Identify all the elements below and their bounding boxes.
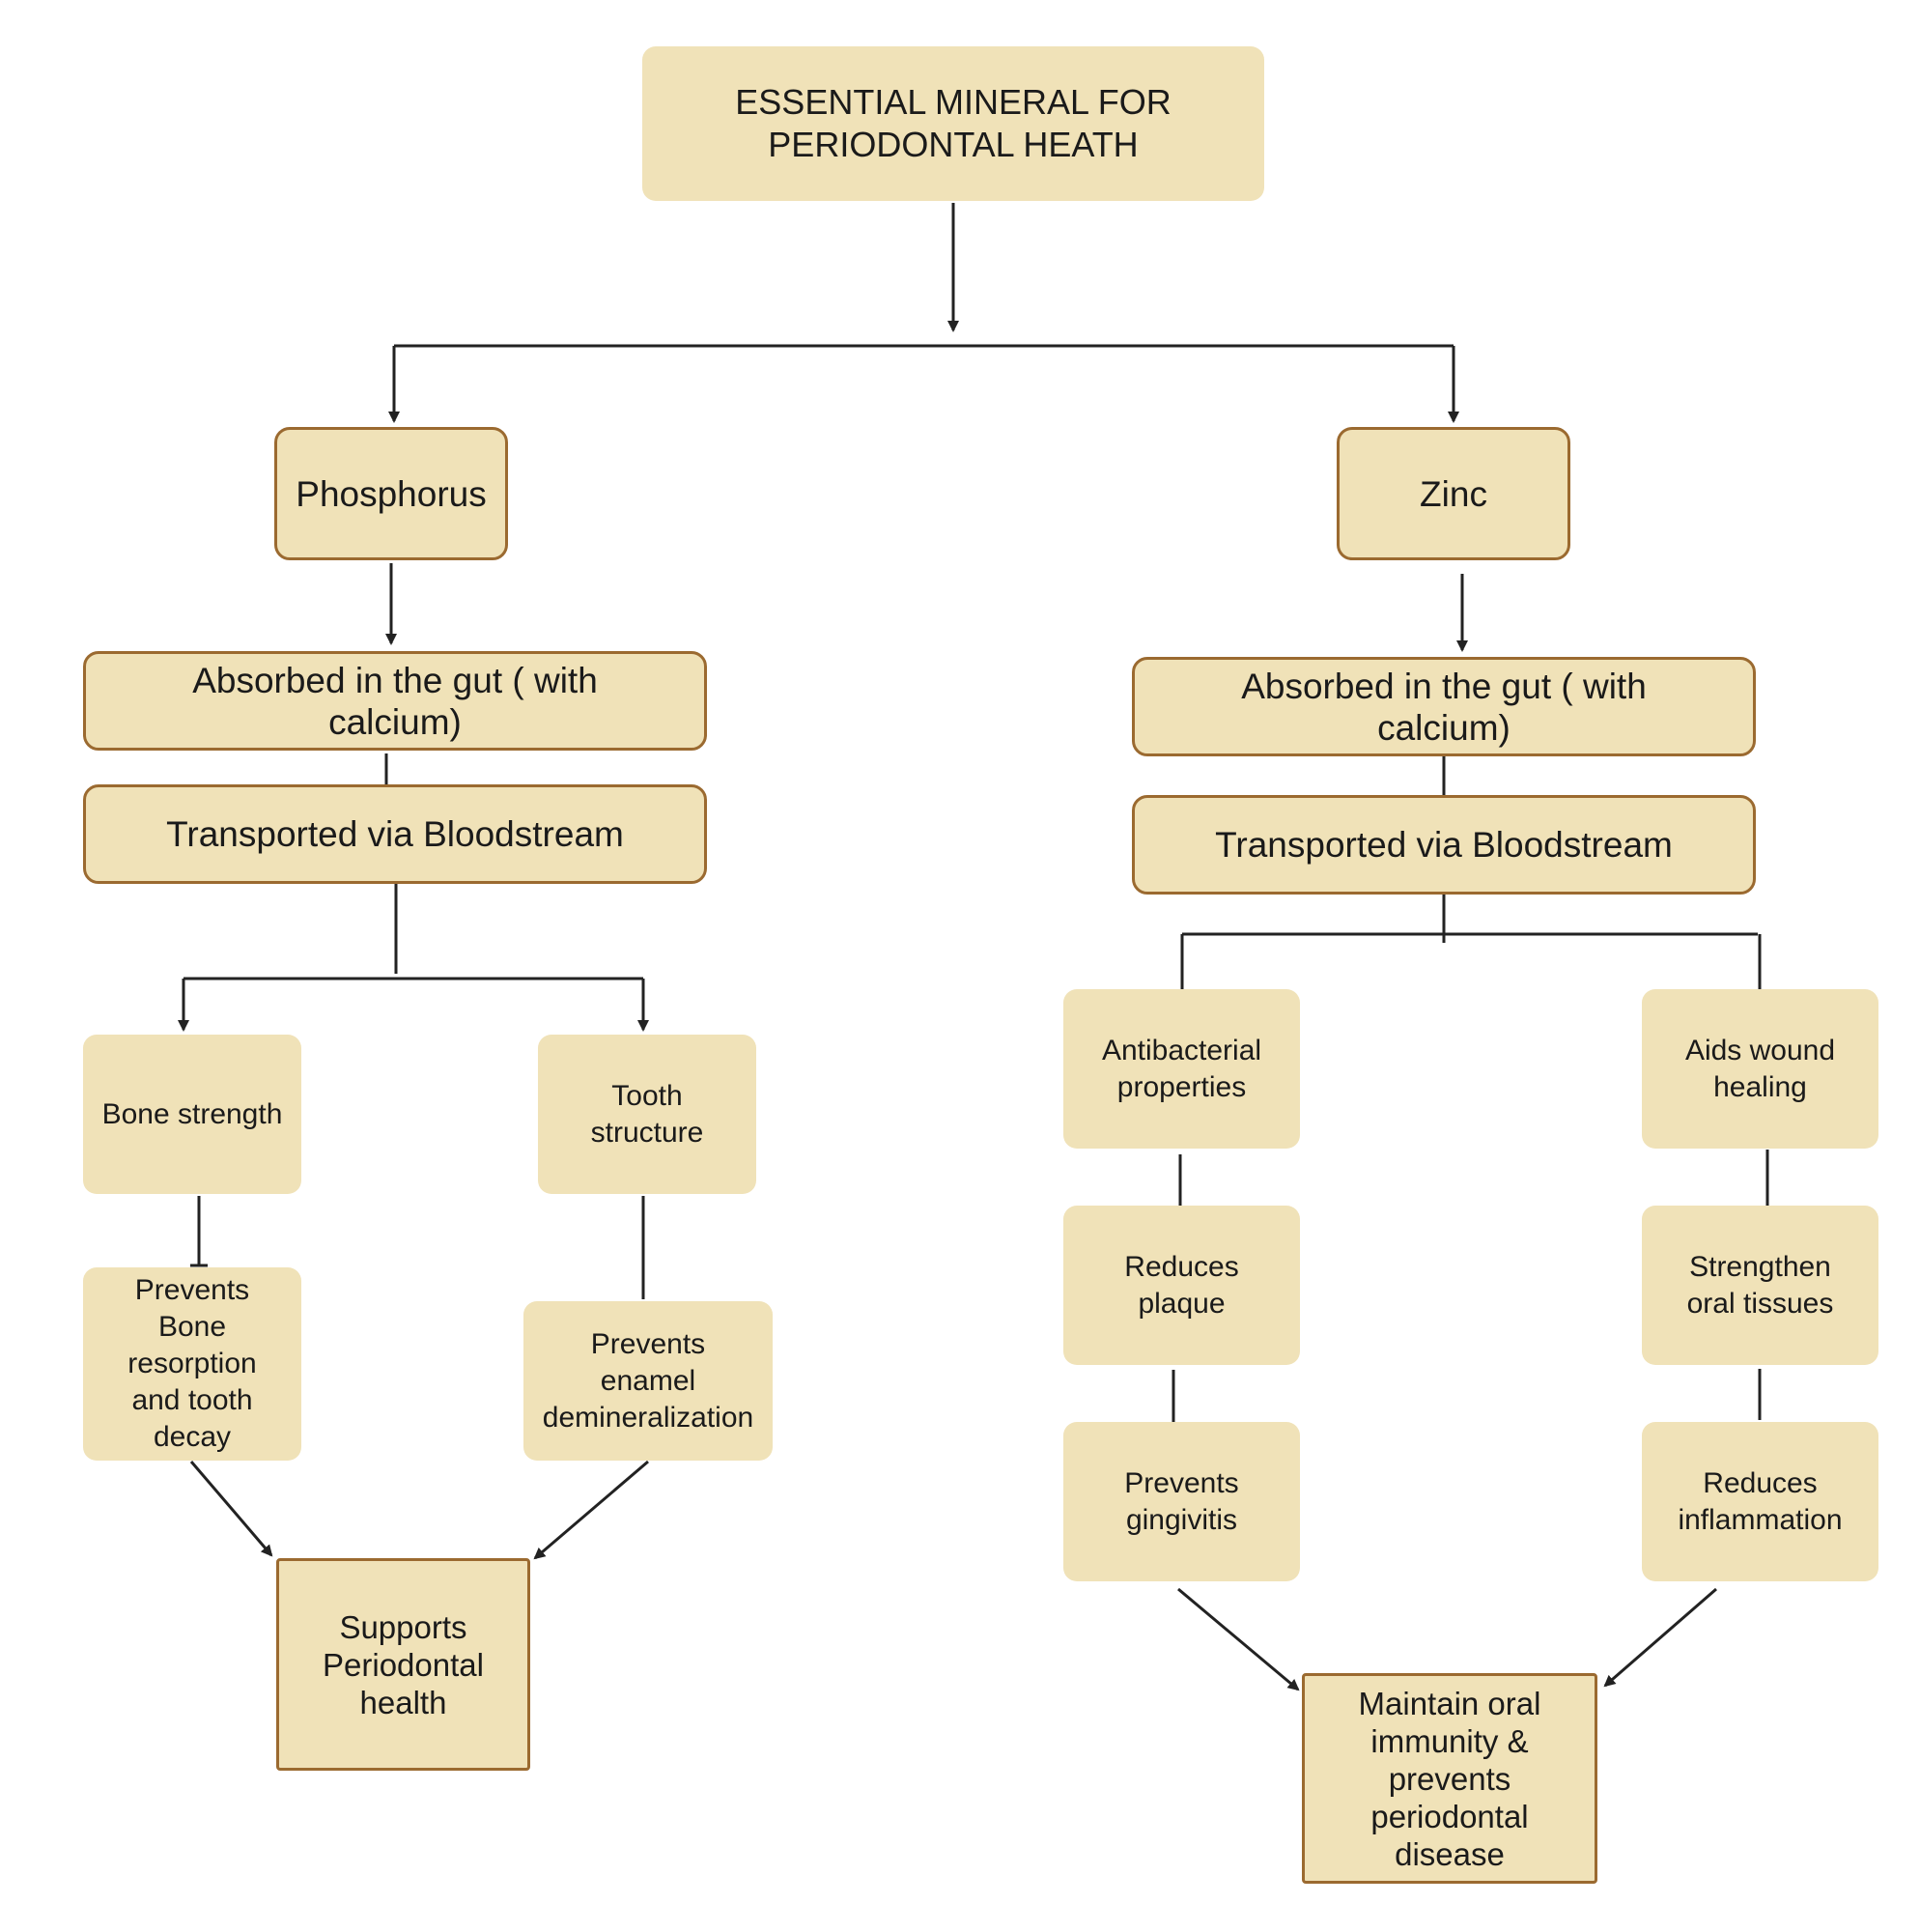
strengthen-tissues-label: Strengthen oral tissues — [1686, 1250, 1834, 1320]
reduces-plaque-label: Reduces plaque — [1124, 1250, 1239, 1320]
phosphorus-transported-label: Transported via Bloodstream — [166, 814, 624, 854]
phosphorus-node: Phosphorus — [274, 427, 508, 560]
zinc-transported-node: Transported via Bloodstream — [1132, 795, 1756, 895]
arrow-gingivitis-to-immunity — [1177, 1587, 1300, 1691]
wound-healing-node: Aids wound healing — [1642, 989, 1878, 1149]
zinc-label: Zinc — [1420, 473, 1487, 514]
arrow-prevents-to-supports — [189, 1461, 273, 1557]
wound-healing-label: Aids wound healing — [1684, 1034, 1836, 1103]
supports-periodontal-label: Supports Periodontal health — [323, 1608, 484, 1720]
prevents-gingivitis-node: Prevents gingivitis — [1063, 1422, 1300, 1581]
prevents-bone-resorption-label: Prevents Bone resorption and tooth decay — [127, 1274, 257, 1453]
prevents-gingivitis-label: Prevents gingivitis — [1124, 1466, 1239, 1536]
tooth-structure-node: Tooth structure — [538, 1035, 756, 1194]
title-box: ESSENTIAL MINERAL FOR PERIODONTAL HEATH — [642, 46, 1264, 201]
reduces-inflammation-node: Reduces inflammation — [1642, 1422, 1878, 1581]
oral-immunity-node: Maintain oral immunity & prevents period… — [1302, 1673, 1597, 1884]
antibacterial-node: Antibacterial properties — [1063, 989, 1300, 1149]
reduces-inflammation-label: Reduces inflammation — [1678, 1466, 1843, 1536]
zinc-node: Zinc — [1337, 427, 1570, 560]
arrow-enamel-to-supports — [533, 1460, 649, 1560]
phosphorus-transported-node: Transported via Bloodstream — [83, 784, 707, 884]
title-text: ESSENTIAL MINERAL FOR PERIODONTAL HEATH — [735, 82, 1172, 164]
phosphorus-absorbed-label: Absorbed in the gut ( with calcium) — [192, 660, 598, 742]
arrow-inflammation-to-immunity — [1603, 1587, 1717, 1688]
phosphorus-label: Phosphorus — [296, 473, 487, 514]
phosphorus-absorbed-node: Absorbed in the gut ( with calcium) — [83, 651, 707, 751]
oral-immunity-label: Maintain oral immunity & prevents period… — [1358, 1685, 1541, 1872]
supports-periodontal-node: Supports Periodontal health — [276, 1558, 530, 1771]
prevents-enamel-label: Prevents enamel demineralization — [542, 1327, 754, 1434]
prevents-bone-resorption-node: Prevents Bone resorption and tooth decay — [83, 1267, 301, 1461]
tooth-structure-label: Tooth structure — [590, 1079, 704, 1149]
antibacterial-label: Antibacterial properties — [1101, 1034, 1262, 1103]
zinc-absorbed-label: Absorbed in the gut ( with calcium) — [1241, 666, 1647, 748]
prevents-enamel-node: Prevents enamel demineralization — [523, 1301, 773, 1461]
bone-strength-node: Bone strength — [83, 1035, 301, 1194]
strengthen-tissues-node: Strengthen oral tissues — [1642, 1206, 1878, 1365]
zinc-absorbed-node: Absorbed in the gut ( with calcium) — [1132, 657, 1756, 756]
bone-strength-label: Bone strength — [101, 1097, 283, 1130]
reduces-plaque-node: Reduces plaque — [1063, 1206, 1300, 1365]
zinc-transported-label: Transported via Bloodstream — [1215, 825, 1673, 865]
